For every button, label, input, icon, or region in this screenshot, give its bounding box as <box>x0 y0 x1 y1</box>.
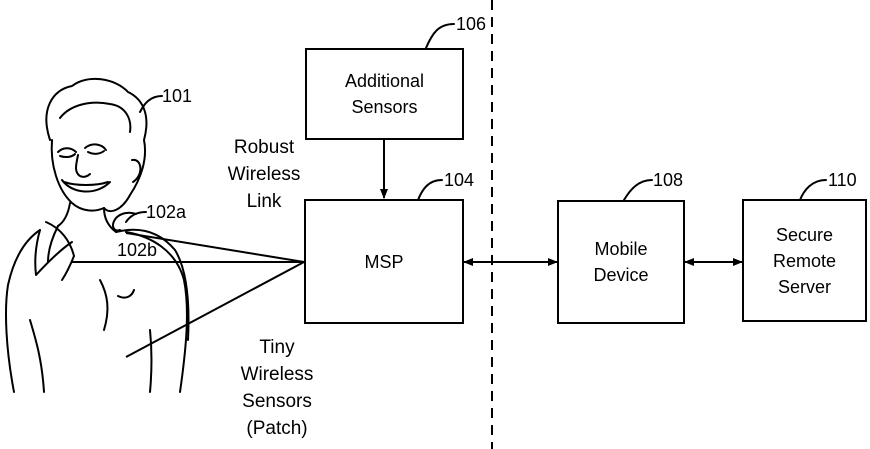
secure-remote-server-box: Secure Remote Server <box>742 199 867 322</box>
additional-sensors-label: Additional Sensors <box>345 68 424 120</box>
leader-108 <box>624 180 652 200</box>
leader-104 <box>418 180 442 200</box>
msp-label: MSP <box>364 249 403 275</box>
mobile-device-label: Mobile Device <box>593 236 648 288</box>
leader-110 <box>800 180 826 200</box>
ref-108: 108 <box>653 170 683 191</box>
mobile-device-box: Mobile Device <box>557 200 685 324</box>
ref-101: 101 <box>162 86 192 107</box>
person-figure <box>6 79 188 392</box>
ref-104: 104 <box>444 170 474 191</box>
leader-106 <box>426 24 454 48</box>
msp-box: MSP <box>304 199 464 324</box>
ref-110: 110 <box>828 170 857 191</box>
ref-106: 106 <box>456 14 486 35</box>
additional-sensors-box: Additional Sensors <box>305 48 464 140</box>
robust-wireless-link-caption: Robust Wireless Link <box>214 134 314 215</box>
ref-102b: 102b <box>117 240 157 261</box>
ref-102a: 102a <box>146 202 186 223</box>
secure-remote-server-label: Secure Remote Server <box>773 222 836 300</box>
tiny-wireless-sensors-caption: Tiny Wireless Sensors (Patch) <box>222 334 332 442</box>
